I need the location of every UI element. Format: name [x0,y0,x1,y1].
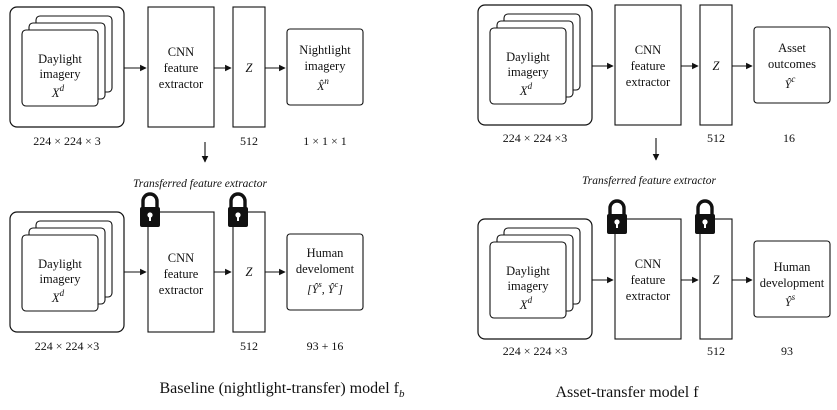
input-size: 224 × 224 × 3 [33,134,101,148]
output-box [753,26,831,104]
z-size: 512 [240,134,258,148]
z-label: Z [246,265,254,279]
cnn-line2: feature [164,61,199,75]
input-line1: Daylight [38,52,82,66]
cnn-box [614,218,682,340]
output-expression: [Ŷs, Ŷc] [307,279,343,296]
cnn-line2: feature [631,59,666,73]
lock-icon [693,199,717,236]
input-size: 224 × 224 ×3 [35,339,100,353]
caption-left: Baseline (nightlight-transfer) model fb [160,380,405,400]
cnn-line3: extractor [626,289,671,303]
z-size: 512 [707,344,725,358]
cnn-line1: CNN [635,43,661,57]
right-top-pipeline: Daylight imagery Xd 224 × 224 ×3 CNN fea… [477,4,831,145]
left-bottom-pipeline: Daylight imagery Xd 224 × 224 ×3 CNN fea… [9,192,364,353]
output-line1: Human [307,246,345,260]
image-stack-front [489,27,567,105]
output-box [286,28,364,106]
input-size: 224 × 224 ×3 [503,131,568,145]
input-line1: Daylight [506,50,550,64]
output-symbol: Ŷs [785,292,796,309]
input-line1: Daylight [38,257,82,271]
input-frame [477,218,593,340]
input-line2: imagery [40,67,82,81]
input-symbol: Xd [51,288,65,305]
input-line1: Daylight [506,264,550,278]
input-frame [477,4,593,126]
output-box [286,233,364,311]
input-line2: imagery [508,65,550,79]
lock-icon [138,192,162,229]
cnn-line1: CNN [168,251,194,265]
cnn-line2: feature [164,267,199,281]
output-line2: develoment [296,262,355,276]
output-line1: Human [774,260,812,274]
z-label: Z [713,273,721,287]
input-size: 224 × 224 ×3 [503,344,568,358]
image-stack-front [489,241,567,319]
output-line2: development [760,276,825,290]
right-bottom-pipeline: Daylight imagery Xd 224 × 224 ×3 CNN fea… [477,199,831,358]
z-label: Z [246,61,254,75]
z-size: 512 [707,131,725,145]
cnn-line3: extractor [159,283,204,297]
z-label: Z [713,59,721,73]
cnn-line2: feature [631,273,666,287]
cnn-box [147,6,215,128]
transfer-label-right: Transferred feature extractor [582,175,716,187]
output-symbol: X̂n [316,76,329,93]
image-stack-front [21,29,99,107]
cnn-line1: CNN [168,45,194,59]
z-box [699,4,733,126]
image-stack-front [21,234,99,312]
input-frame [9,6,125,128]
output-line1: Nightlight [299,43,351,57]
input-line2: imagery [40,272,82,286]
cnn-line1: CNN [635,257,661,271]
left-top-pipeline: Daylight imagery Xd 224 × 224 × 3 CNN fe… [9,6,364,148]
z-box [699,218,733,340]
output-box [753,240,831,318]
output-line2: imagery [305,59,347,73]
z-size: 512 [240,339,258,353]
output-size: 93 + 16 [307,339,344,353]
output-size: 16 [783,131,795,145]
input-symbol: Xd [51,83,65,100]
lock-icon [605,199,629,236]
transfer-label-left: Transferred feature extractor [133,178,267,190]
z-box [232,6,266,128]
caption-right: Asset-transfer model f [555,384,699,401]
cnn-box [614,4,682,126]
input-symbol: Xd [519,81,533,98]
output-size: 1 × 1 × 1 [303,134,347,148]
input-line2: imagery [508,279,550,293]
lock-icon [226,192,250,229]
input-symbol: Xd [519,295,533,312]
cnn-line3: extractor [626,75,671,89]
cnn-line3: extractor [159,77,204,91]
output-symbol: Ŷc [785,74,796,91]
output-line1: Asset [778,41,806,55]
output-size: 93 [781,344,793,358]
output-line2: outcomes [768,57,816,71]
